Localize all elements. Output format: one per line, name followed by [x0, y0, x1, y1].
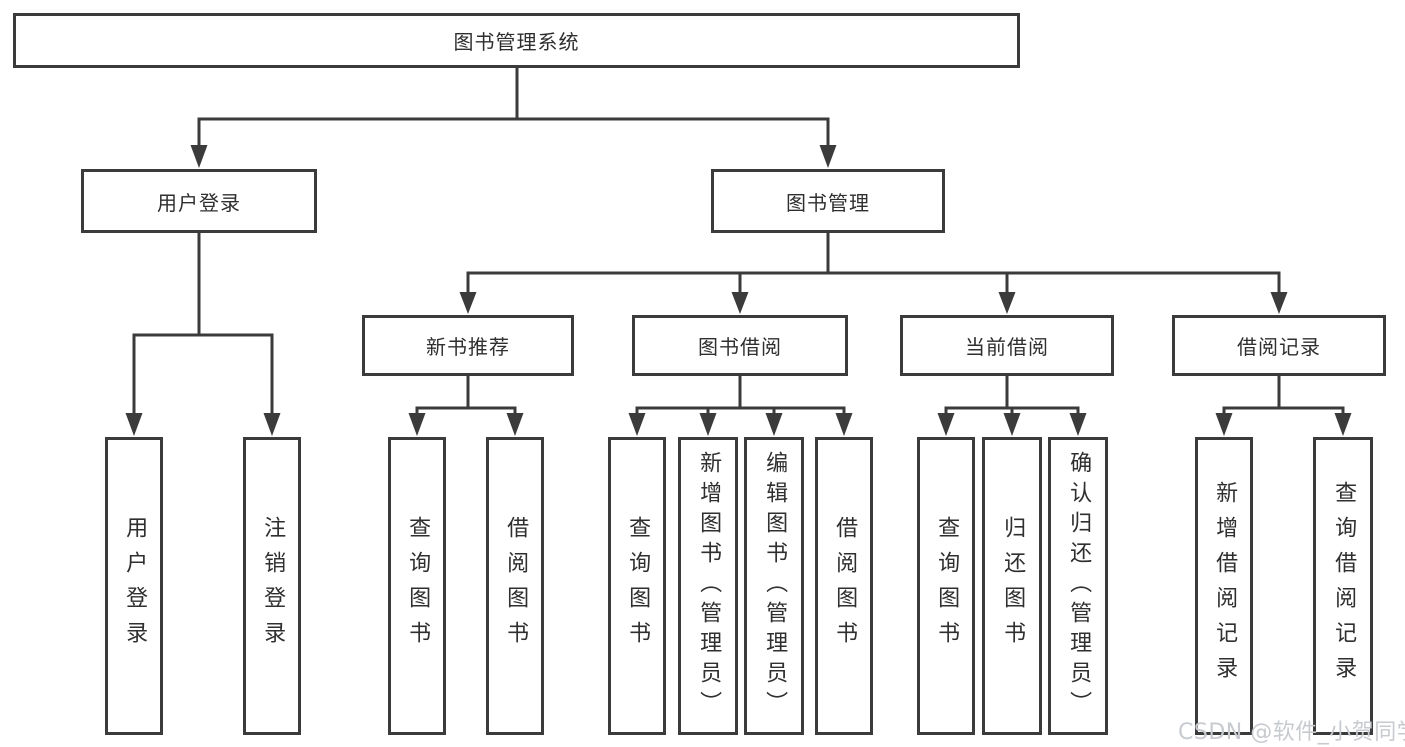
node-current-borrow: 当前借阅 [900, 315, 1114, 376]
node-add-borrow-record-label: 新增借阅记录 [1212, 481, 1238, 691]
node-user-login-action-label: 用户登录 [122, 516, 148, 656]
node-logout: 注销登录 [243, 437, 301, 735]
node-new-book-recommend: 新书推荐 [362, 315, 574, 376]
node-query-books-borrow: 查询图书 [608, 437, 666, 735]
node-borrow-books: 借阅图书 [815, 437, 873, 735]
node-edit-books-admin: 编辑图书（管理员） [744, 437, 804, 735]
edge-book-borrow-to-leaves [628, 374, 853, 436]
node-borrow-records-label: 借阅记录 [1237, 335, 1321, 359]
node-add-books-admin-label: 新增图书（管理员） [696, 451, 722, 721]
node-new-book-recommend-label: 新书推荐 [426, 335, 510, 359]
node-borrow-books-recommend-label: 借阅图书 [503, 516, 529, 656]
node-library-system-label: 图书管理系统 [453, 30, 580, 54]
node-borrow-books-label: 借阅图书 [832, 516, 858, 656]
node-query-books-current-label: 查询图书 [934, 516, 960, 656]
edge-current-borrow-to-leaves [937, 374, 1087, 436]
node-query-books-current: 查询图书 [917, 437, 975, 735]
node-add-borrow-record: 新增借阅记录 [1195, 437, 1253, 735]
node-query-borrow-record: 查询借阅记录 [1313, 437, 1373, 735]
node-query-books-recommend: 查询图书 [388, 437, 446, 735]
node-borrow-records: 借阅记录 [1172, 315, 1386, 376]
node-return-books: 归还图书 [982, 437, 1042, 735]
watermark: CSDN @软件_小贺同学 [1178, 720, 1405, 745]
node-confirm-return-admin-label: 确认归还（管理员） [1066, 451, 1092, 721]
edge-book-management-to-level3 [459, 231, 1288, 314]
node-return-books-label: 归还图书 [1000, 516, 1026, 656]
node-borrow-books-recommend: 借阅图书 [486, 437, 544, 735]
node-user-login: 用户登录 [81, 169, 317, 233]
edge-borrow-records-to-leaves [1215, 374, 1352, 436]
node-book-borrow: 图书借阅 [632, 315, 848, 376]
node-add-books-admin: 新增图书（管理员） [678, 437, 738, 735]
edge-root-to-level2 [190, 66, 837, 168]
node-user-login-label: 用户登录 [157, 190, 241, 215]
node-book-borrow-label: 图书借阅 [698, 335, 782, 359]
node-logout-label: 注销登录 [260, 516, 286, 656]
node-query-books-borrow-label: 查询图书 [625, 516, 651, 656]
node-confirm-return-admin: 确认归还（管理员） [1048, 437, 1108, 735]
node-query-borrow-record-label: 查询借阅记录 [1331, 481, 1357, 691]
node-current-borrow-label: 当前借阅 [965, 335, 1049, 359]
node-user-login-action: 用户登录 [105, 437, 163, 735]
node-book-management-label: 图书管理 [786, 190, 870, 215]
node-query-books-recommend-label: 查询图书 [405, 516, 431, 656]
node-book-management: 图书管理 [711, 169, 945, 233]
edge-user-login-to-leaves [125, 231, 281, 436]
node-library-system: 图书管理系统 [13, 13, 1020, 68]
edge-new-book-recommend-to-leaves [408, 374, 524, 436]
node-edit-books-admin-label: 编辑图书（管理员） [762, 451, 788, 721]
